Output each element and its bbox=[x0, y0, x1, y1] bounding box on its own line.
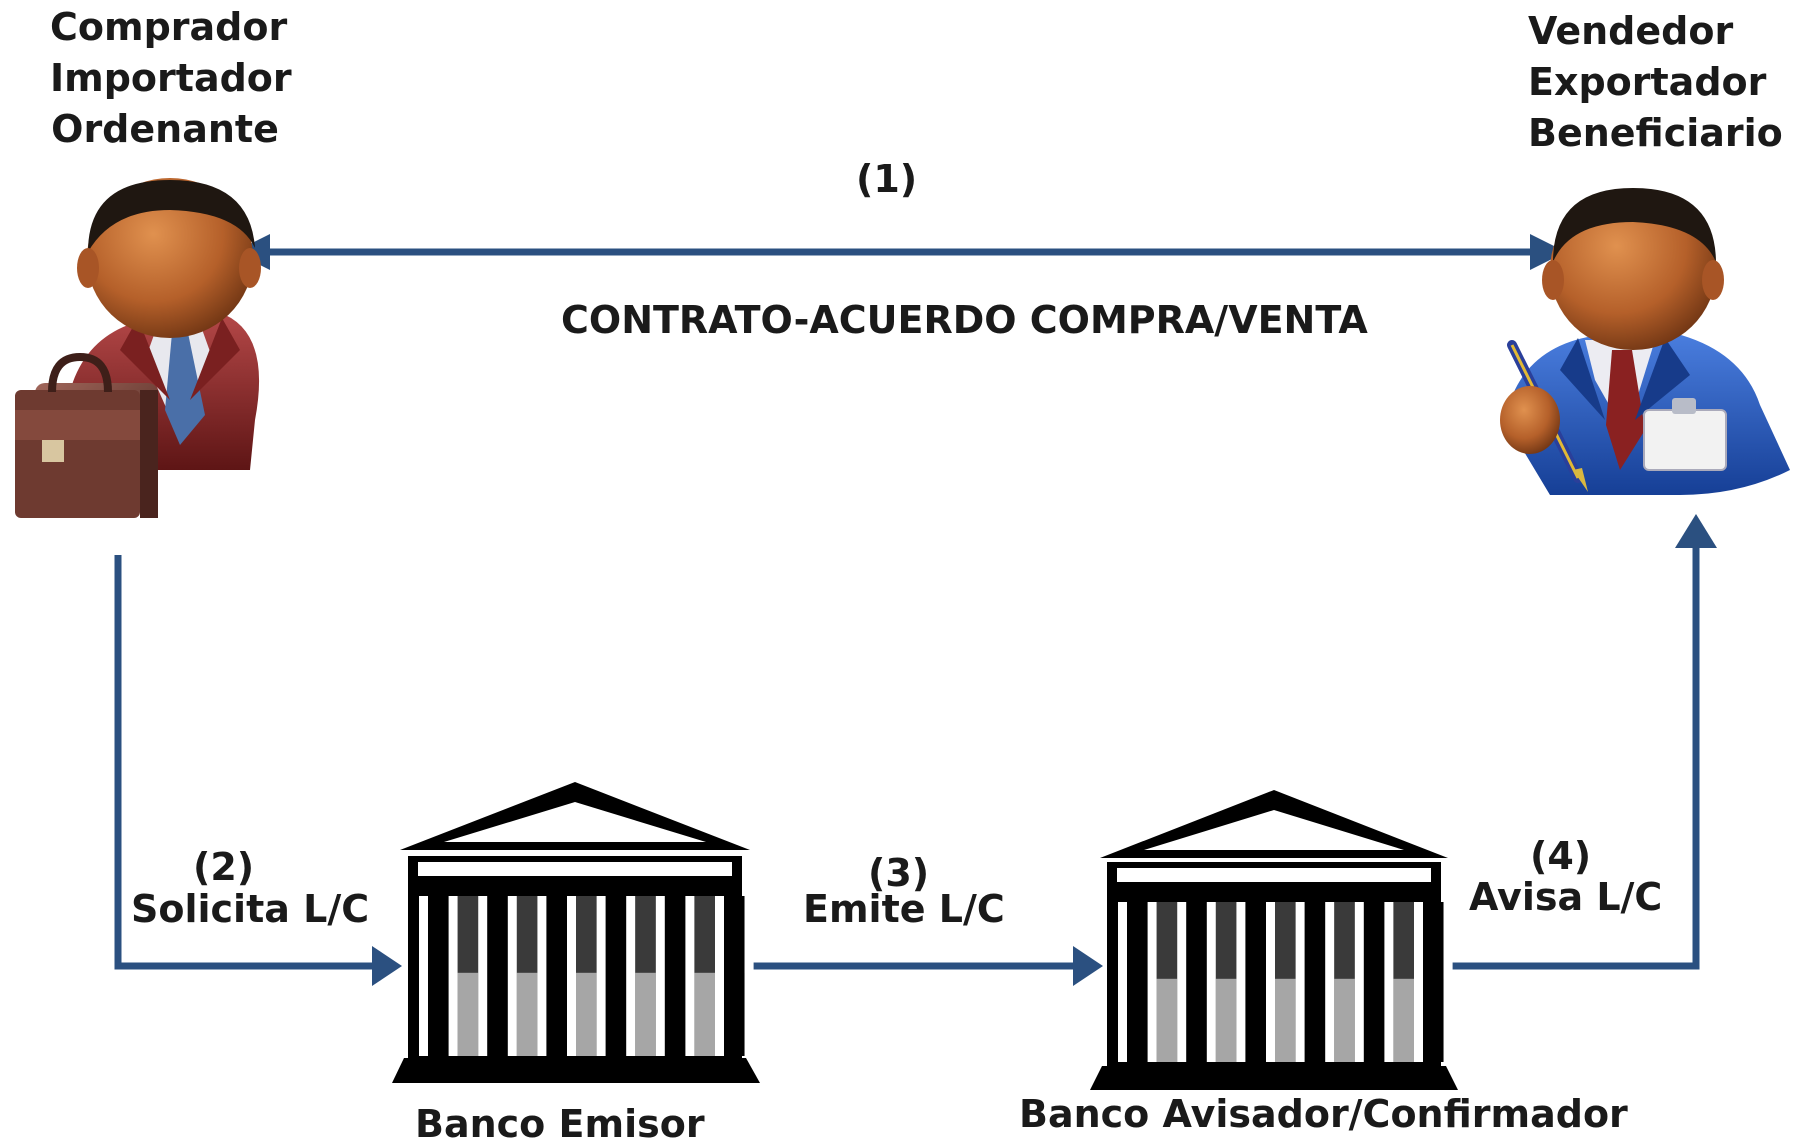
contract-double-arrow bbox=[234, 234, 1566, 270]
apply-lc-arrow bbox=[114, 555, 402, 986]
step-4-label: Avisa L/C bbox=[1469, 875, 1663, 919]
step-2-label: Solicita L/C bbox=[131, 887, 370, 931]
advising-bank-label: Banco Avisador/Confirmador bbox=[1019, 1092, 1628, 1136]
buyer-line-2: Importador bbox=[50, 56, 292, 100]
buyer-line-3: Ordenante bbox=[51, 107, 279, 151]
step-2-number: (2) bbox=[193, 845, 255, 889]
advising-bank-icon bbox=[1090, 790, 1458, 1090]
step-1-label: CONTRATO-ACUERDO COMPRA/VENTA bbox=[561, 298, 1368, 342]
step-4-number: (4) bbox=[1530, 834, 1592, 878]
issuing-bank-icon bbox=[392, 782, 760, 1083]
seller-line-1: Vendedor bbox=[1528, 9, 1734, 53]
step-1-number: (1) bbox=[856, 157, 918, 201]
businessman-with-briefcase-icon bbox=[15, 178, 261, 518]
buyer-label: Comprador Importador Ordenante bbox=[50, 2, 292, 155]
businessman-with-pen-icon bbox=[1500, 188, 1790, 495]
buyer-line-1: Comprador bbox=[50, 5, 288, 49]
seller-label: Vendedor Exportador Beneficiario bbox=[1528, 6, 1783, 159]
step-3-number: (3) bbox=[868, 851, 930, 895]
seller-line-3: Beneficiario bbox=[1528, 111, 1783, 155]
advise-lc-arrow bbox=[1452, 514, 1717, 970]
issue-lc-arrow bbox=[745, 946, 1103, 986]
seller-line-2: Exportador bbox=[1528, 60, 1767, 104]
issuing-bank-label: Banco Emisor bbox=[415, 1102, 705, 1143]
step-3-label: Emite L/C bbox=[803, 887, 1005, 931]
